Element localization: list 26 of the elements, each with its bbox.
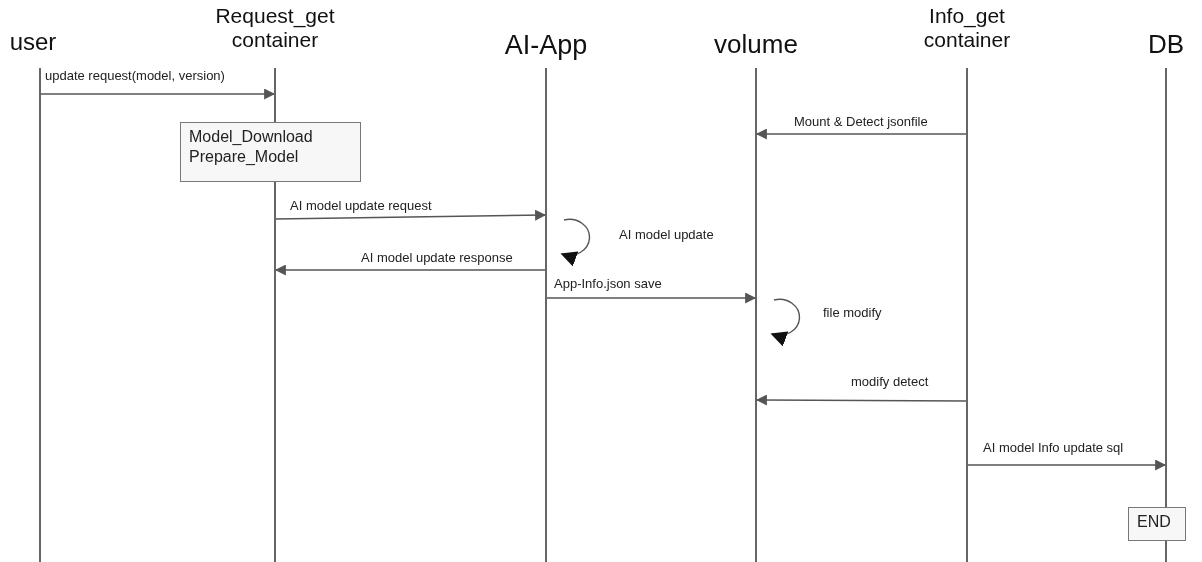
participant-label: Request_get container — [214, 4, 336, 53]
message-label: AI model update — [618, 227, 715, 242]
message-arrow — [274, 264, 546, 276]
message-label: App-Info.json save — [553, 276, 663, 291]
message-label: AI model update request — [289, 198, 433, 213]
participant-label: DB — [1146, 30, 1186, 60]
message-arrow — [967, 459, 1167, 471]
message-label: Mount & Detect jsonfile — [793, 114, 929, 129]
message-label: modify detect — [850, 374, 930, 389]
participant-label: volume — [713, 30, 799, 60]
self-message-arrow — [770, 298, 801, 346]
participant-label: AI-App — [503, 30, 589, 62]
participant-label: Info_get container — [922, 4, 1012, 53]
message-arrow — [546, 292, 757, 304]
self-message-arrow — [560, 218, 591, 266]
note-box: Model_Download Prepare_Model — [180, 122, 361, 182]
note-box: END — [1128, 507, 1186, 541]
message-arrow — [755, 128, 967, 140]
message-arrow — [755, 394, 967, 406]
message-arrow — [40, 88, 276, 100]
message-label: update request(model, version) — [44, 68, 226, 83]
message-arrow — [275, 209, 547, 221]
message-label: file modify — [822, 305, 883, 320]
message-label: AI model Info update sql — [982, 440, 1125, 455]
message-label: AI model update response — [360, 250, 514, 265]
participant-label: user — [8, 28, 58, 56]
